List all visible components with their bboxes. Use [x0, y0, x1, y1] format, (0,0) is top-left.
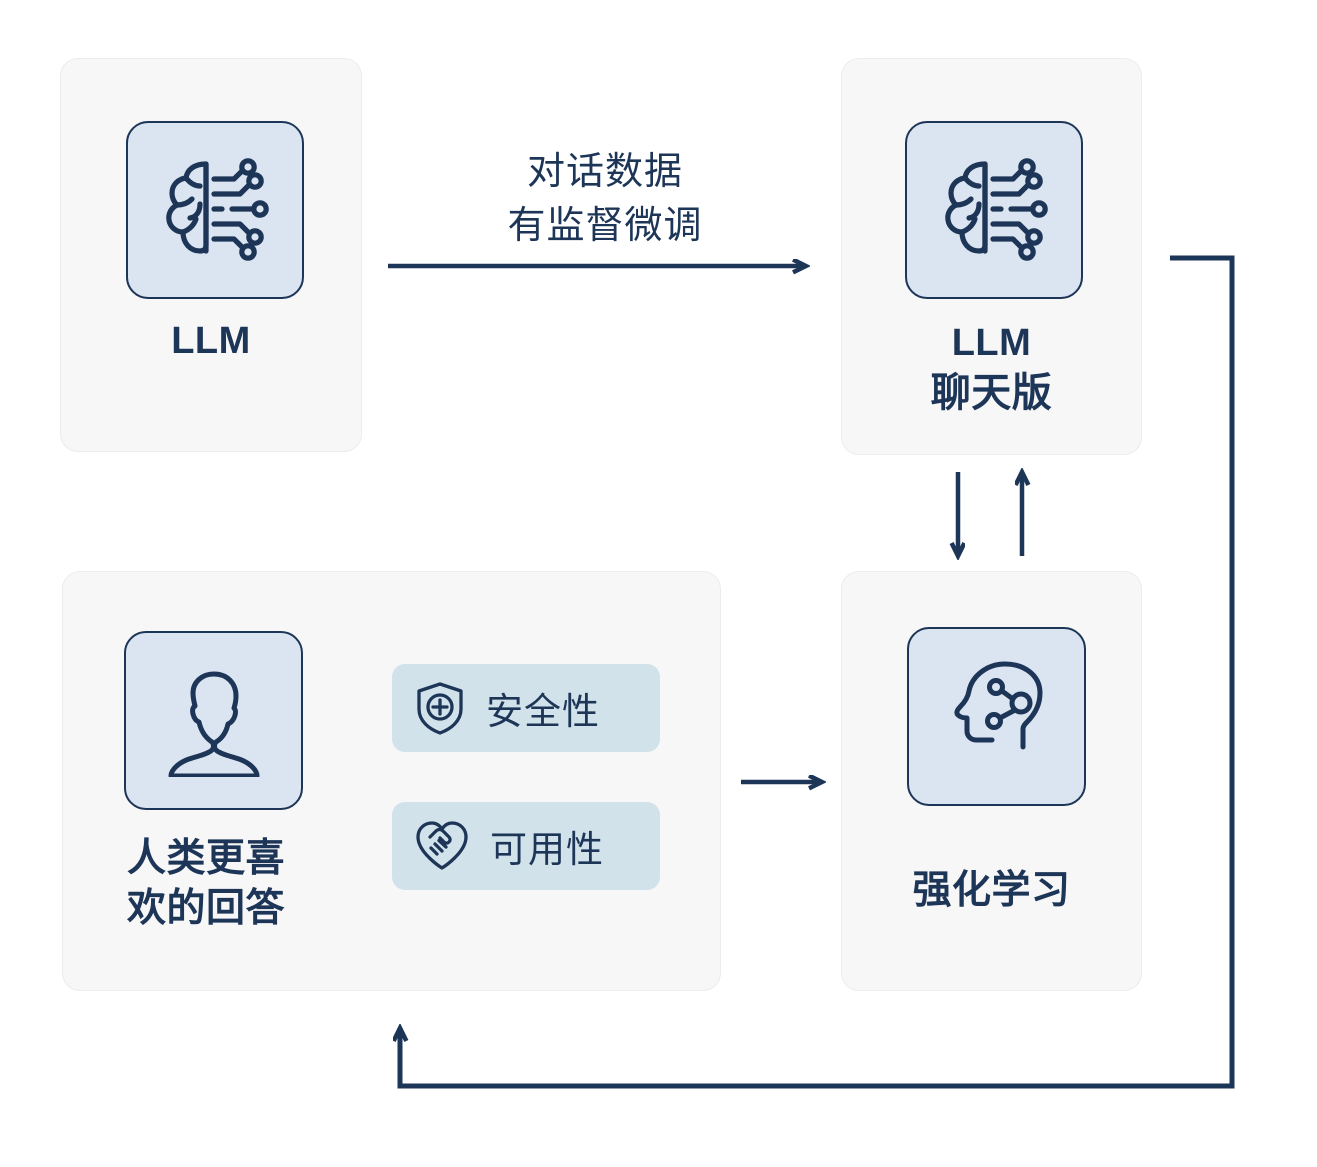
node-label-reinforcement-learning: 强化学习	[912, 869, 1071, 912]
edge-label-sft-line2: 有监督微调	[507, 204, 703, 247]
node-label-llm-chat-line2: 聊天版	[930, 370, 1053, 415]
node-label-llm: LLM	[171, 320, 251, 362]
node-label-human-preference-line1: 人类更喜	[127, 837, 286, 880]
node-label-llm-chat-line1: LLM	[951, 322, 1032, 364]
node-label-human-preference: 人类更喜 欢的回答	[127, 834, 387, 934]
badge-helpfulness-label: 可用性	[490, 829, 604, 870]
badge-safety-label: 安全性	[486, 691, 600, 732]
heart-handshake-icon	[414, 820, 470, 872]
head-network-icon	[907, 627, 1086, 806]
badge-helpfulness[interactable]: 可用性	[392, 802, 660, 890]
shield-plus-icon	[414, 680, 466, 736]
brain-circuit-icon	[905, 121, 1083, 299]
person-silhouette-icon	[124, 631, 303, 810]
node-label-llm-chat: LLM 聊天版	[841, 322, 1142, 416]
brain-circuit-icon	[126, 121, 304, 299]
edge-label-sft-line1: 对话数据	[526, 151, 683, 193]
node-label-human-preference-line2: 欢的回答	[127, 886, 286, 930]
edge-label-sft: 对话数据 有监督微调	[400, 146, 810, 254]
badge-safety[interactable]: 安全性	[392, 664, 660, 752]
